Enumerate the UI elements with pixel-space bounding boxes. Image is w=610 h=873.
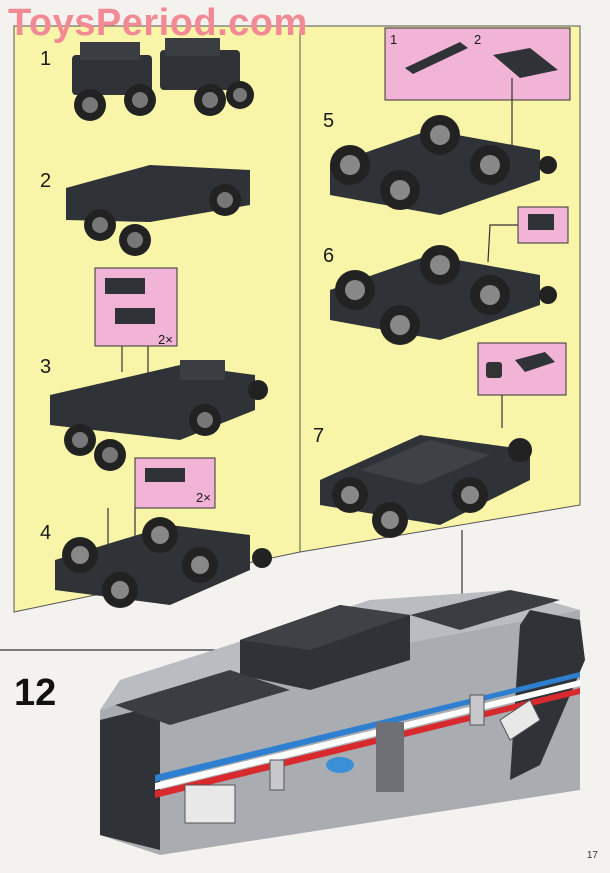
step2-base xyxy=(66,165,250,256)
main-step-number: 12 xyxy=(14,672,57,714)
substep-3-label: 3 xyxy=(40,356,52,378)
step3-multiplier: 2× xyxy=(158,332,173,347)
step1-bogies xyxy=(72,38,254,121)
watermark: ToysPeriod.com xyxy=(8,2,308,44)
step5-part-a-label: 1 xyxy=(390,32,398,47)
page-number: 17 xyxy=(586,850,598,861)
substep-2-label: 2 xyxy=(40,170,52,192)
substep-1-label: 1 xyxy=(40,48,52,70)
substep-6-label: 6 xyxy=(323,245,335,267)
step3-chassis xyxy=(50,360,268,471)
substep-7-label: 7 xyxy=(313,425,325,447)
step5-chassis xyxy=(330,115,557,215)
roof-pieces xyxy=(115,590,560,725)
step4-multiplier: 2× xyxy=(196,490,211,505)
logo-icon xyxy=(326,757,354,773)
step6-chassis xyxy=(330,245,557,345)
step7-assembly xyxy=(320,435,532,538)
step4-callout xyxy=(134,457,216,509)
step4-chassis xyxy=(55,517,272,608)
substep-5-label: 5 xyxy=(323,110,335,132)
substep-4-label: 4 xyxy=(40,522,52,544)
step5-part-b-label: 2 xyxy=(474,32,482,47)
